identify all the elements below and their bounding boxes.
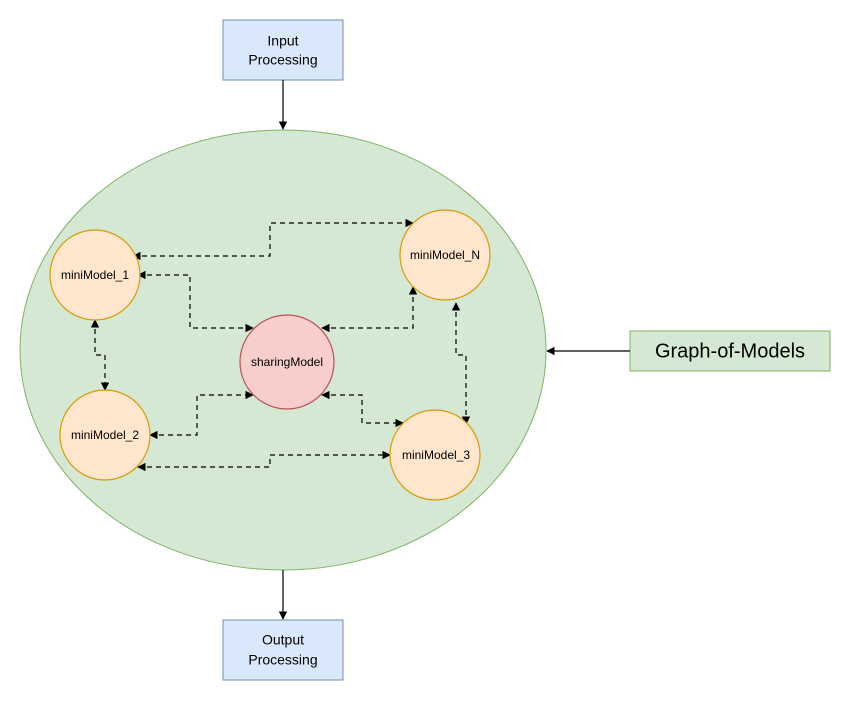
mini-model-3-label: miniModel_3 bbox=[402, 448, 470, 462]
mini-model-1-circle bbox=[49, 229, 141, 321]
edge-mini2-mini3 bbox=[137, 450, 391, 472]
mini-model-2-node: miniModel_2 bbox=[59, 389, 151, 481]
dashed-edges bbox=[90, 218, 471, 472]
edge-mini1-miniN bbox=[132, 218, 414, 261]
mini-model-n-circle bbox=[399, 209, 491, 301]
mini-model-2-label: miniModel_2 bbox=[71, 428, 139, 442]
edge-miniN-sharing bbox=[321, 286, 418, 333]
output-processing-label-line1: Output bbox=[262, 632, 304, 648]
output-processing-node: Output Processing bbox=[222, 619, 344, 681]
mini-model-1-label: miniModel_1 bbox=[61, 268, 129, 282]
input-processing-box bbox=[222, 19, 344, 81]
input-processing-label-line2: Processing bbox=[248, 52, 317, 68]
output-processing-label-line2: Processing bbox=[248, 652, 317, 668]
mini-model-n-label: miniModel_N bbox=[410, 248, 480, 262]
edge-mini1-sharing bbox=[137, 270, 254, 333]
input-processing-label-line1: Input bbox=[267, 33, 298, 49]
edge-mini1-mini2 bbox=[90, 319, 110, 391]
mini-model-1-node: miniModel_1 bbox=[49, 229, 141, 321]
input-processing-node: Input Processing bbox=[222, 19, 344, 81]
graph-of-models-label-node: Graph-of-Models bbox=[629, 330, 831, 372]
mini-model-2-circle bbox=[59, 389, 151, 481]
output-processing-box bbox=[222, 619, 344, 681]
edge-sharing-mini3 bbox=[321, 390, 404, 428]
mini-model-3-circle bbox=[389, 409, 481, 501]
mini-model-n-node: miniModel_N bbox=[399, 209, 491, 301]
edge-miniN-mini3 bbox=[451, 302, 471, 425]
mini-model-3-node: miniModel_3 bbox=[389, 409, 481, 501]
sharing-model-node: sharingModel bbox=[239, 314, 335, 410]
sharing-model-label: sharingModel bbox=[251, 355, 323, 369]
sharing-model-circle bbox=[239, 314, 335, 410]
graph-of-models-label: Graph-of-Models bbox=[655, 340, 805, 362]
graph-of-models-box bbox=[629, 330, 831, 372]
edge-mini2-sharing bbox=[149, 390, 254, 440]
